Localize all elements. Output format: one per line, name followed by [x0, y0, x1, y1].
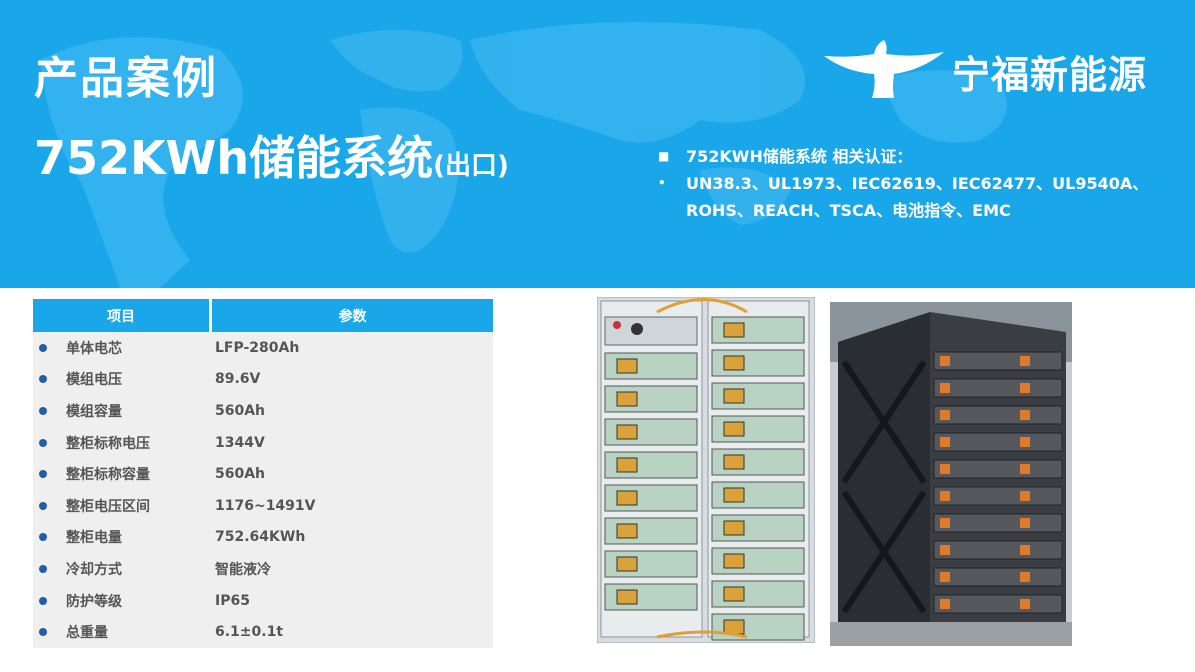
- row-value: 752.64KWh: [215, 529, 306, 546]
- table-row: 单体电芯 LFP-280Ah: [33, 332, 493, 364]
- row-item: 单体电芯: [66, 340, 122, 357]
- bullet-icon: [39, 501, 47, 510]
- header-item: 项目: [33, 299, 209, 332]
- row-value: IP65: [215, 592, 250, 609]
- row-item: 模组电压: [66, 372, 122, 389]
- table-row: 整柜标称电压 1344V: [33, 427, 493, 459]
- row-item: 总重量: [66, 625, 108, 642]
- product-title: 752KWh储能系统(出口): [34, 122, 509, 188]
- brand-logo: 宁福新能源: [822, 36, 1162, 102]
- certification-block: ■ 752KWH储能系统 相关认证： • UN38.3、UL1973、IEC6261…: [658, 143, 1148, 224]
- bullet-icon: [39, 470, 47, 479]
- cabinet-schematic-image: [597, 297, 815, 643]
- bullet-icon: [39, 438, 47, 447]
- row-item: 整柜电压区间: [66, 498, 150, 515]
- cert-heading: 752KWH储能系统 相关认证：: [686, 147, 913, 166]
- bullet-icon: [39, 533, 47, 542]
- bullet-icon: [39, 406, 47, 415]
- header-banner: 产品案例 752KWh储能系统(出口) 宁福新能源 ■ 752KWH储能系统 相关…: [0, 0, 1195, 288]
- row-item: 模组容量: [66, 403, 122, 420]
- row-value: LFP-280Ah: [215, 339, 300, 356]
- table-row: 整柜标称容量 560Ah: [33, 458, 493, 490]
- dot-bullet-icon: •: [658, 176, 666, 190]
- row-value: 560Ah: [215, 466, 266, 483]
- table-row: 整柜电压区间 1176~1491V: [33, 490, 493, 522]
- row-item: 整柜电量: [66, 530, 122, 547]
- row-value: 智能液冷: [215, 561, 271, 578]
- row-item: 整柜标称电压: [66, 435, 150, 452]
- table-header: 项目 参数: [33, 299, 493, 332]
- header-param: 参数: [212, 299, 493, 332]
- table-row: 整柜电量 752.64KWh: [33, 522, 493, 554]
- row-item: 冷却方式: [66, 561, 122, 578]
- row-value: 560Ah: [215, 402, 266, 419]
- eagle-icon: [824, 40, 944, 98]
- brand-name: 宁福新能源: [952, 53, 1148, 97]
- table-row: 模组电压 89.6V: [33, 364, 493, 396]
- page-title: 产品案例: [34, 53, 218, 104]
- spec-table: 项目 参数 单体电芯 LFP-280Ah 模组电压 89.6V 模组容量 560Ah …: [33, 299, 493, 648]
- row-value: 1176~1491V: [215, 497, 316, 514]
- bullet-icon: [39, 375, 47, 384]
- bullet-icon: [39, 564, 47, 573]
- bullet-icon: [39, 343, 47, 352]
- product-title-main: 752KWh储能系统: [34, 131, 434, 185]
- photo-modules: [933, 351, 1063, 614]
- cert-line-1: UN38.3、UL1973、IEC62619、IEC62477、UL9540A、: [686, 174, 1149, 193]
- cabinet-photo-image: [830, 302, 1072, 646]
- row-value: 89.6V: [215, 371, 261, 388]
- bullet-icon: [39, 596, 47, 605]
- row-item: 防护等级: [66, 593, 122, 610]
- table-row: 总重量 6.1±0.1t: [33, 616, 493, 648]
- product-title-suffix: (出口): [433, 151, 509, 181]
- cert-line-2: ROHS、REACH、TSCA、电池指令、EMC: [686, 201, 1011, 220]
- table-row: 模组容量 560Ah: [33, 395, 493, 427]
- row-item: 整柜标称容量: [66, 467, 150, 484]
- table-body: 单体电芯 LFP-280Ah 模组电压 89.6V 模组容量 560Ah 整柜标称电压…: [33, 332, 493, 648]
- battery-modules: [604, 316, 805, 641]
- row-value: 6.1±0.1t: [215, 624, 284, 641]
- square-bullet-icon: ■: [658, 149, 670, 163]
- table-row: 防护等级 IP65: [33, 585, 493, 617]
- bullet-icon: [39, 628, 47, 637]
- table-row: 冷却方式 智能液冷: [33, 553, 493, 585]
- row-value: 1344V: [215, 434, 265, 451]
- world-map-background: [40, 22, 1007, 288]
